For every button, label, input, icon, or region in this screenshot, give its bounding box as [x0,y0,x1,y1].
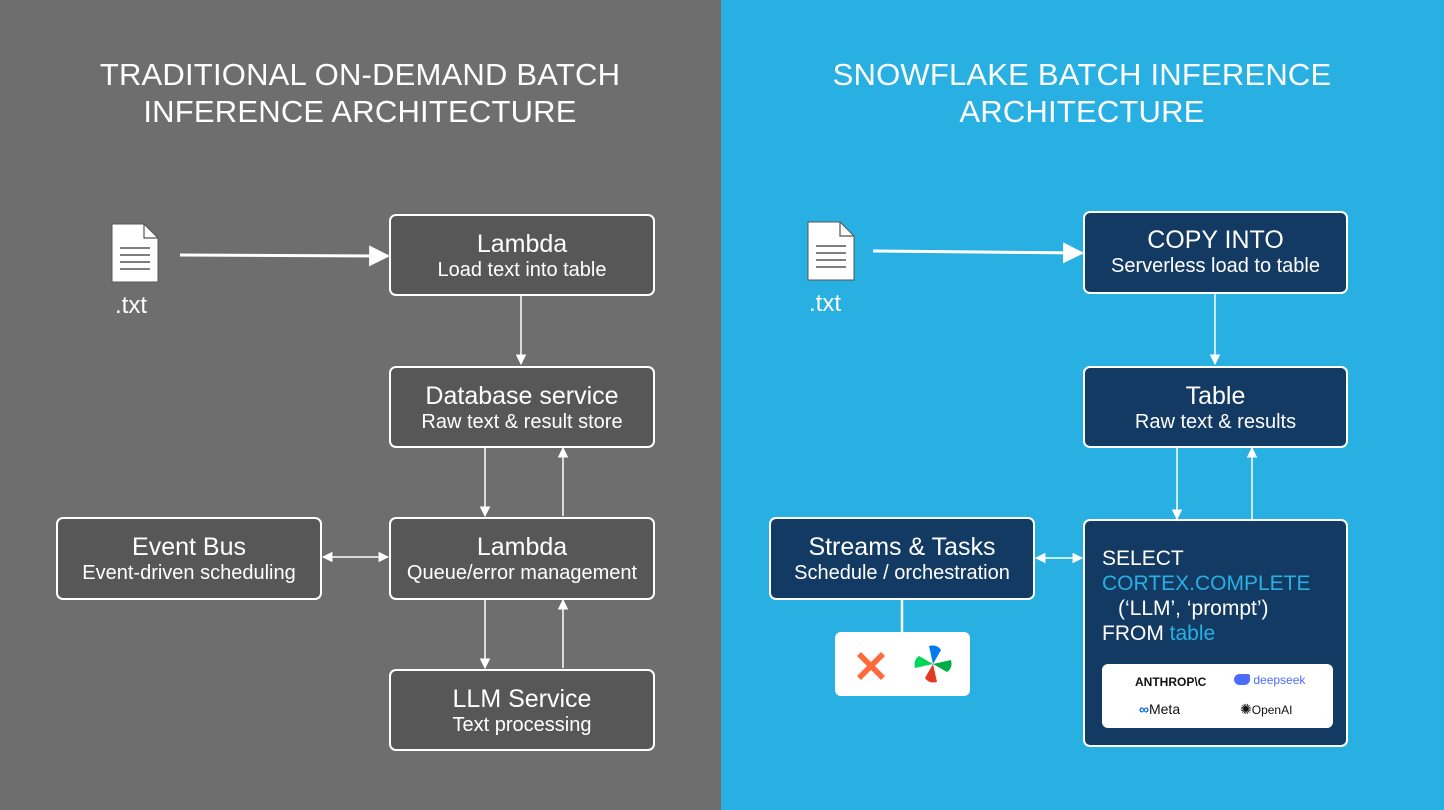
lambda-load-subtitle: Load text into table [437,259,607,281]
event-bus-title: Event Bus [132,533,246,561]
deepseek-whale-icon [1234,674,1250,685]
table-box: Table Raw text & results [1083,366,1348,448]
streams-subtitle: Schedule / orchestration [794,562,1010,584]
arrow-file-to-lambda [179,245,391,267]
lambda-load-box: Lambda Load text into table [389,214,655,296]
airflow-icon [914,645,952,683]
lambda-load-title: Lambda [476,230,568,258]
right-title-line1: SNOWFLAKE BATCH INFERENCE [832,57,1332,92]
llm-service-subtitle: Text processing [452,714,592,736]
orchestration-tools-card [835,632,970,696]
meta-logo: ∞Meta [1139,701,1180,717]
copy-into-box: COPY INTO Serverless load to table [1083,211,1348,294]
left-title: TRADITIONAL ON-DEMAND BATCH INFERENCE AR… [40,56,680,130]
right-title-line2: ARCHITECTURE [959,94,1205,129]
deepseek-logo-text: deepseek [1253,673,1306,687]
database-subtitle: Raw text & result store [421,411,623,433]
meta-infinity-icon: ∞ [1139,701,1149,717]
dbt-icon [857,652,885,680]
arrow-file-to-copy [872,242,1085,264]
lambda-queue-subtitle: Queue/error management [406,562,638,584]
copy-into-subtitle: Serverless load to table [1110,255,1320,277]
llm-service-title: LLM Service [452,685,592,713]
sql-table-name: table [1169,622,1216,645]
left-title-line2: INFERENCE ARCHITECTURE [143,94,577,129]
table-subtitle: Raw text & results [1134,411,1297,433]
sql-args: (‘LLM’, ‘prompt’) [1118,597,1269,620]
txt-file-icon [111,223,159,283]
deepseek-logo: deepseek [1234,673,1305,687]
sql-from-keyword: FROM [1102,622,1164,645]
openai-logo: ✺OpenAI [1240,701,1292,718]
meta-logo-text: Meta [1148,701,1181,717]
llm-service-box: LLM Service Text processing [389,669,655,751]
sql-from: FROM table [1102,621,1215,646]
table-title: Table [1185,382,1246,410]
file-label-snowflake: .txt [809,290,842,317]
lambda-queue-box: Lambda Queue/error management [389,517,655,600]
txt-file-icon-snowflake [807,221,855,281]
database-title: Database service [425,382,619,410]
anthropic-logo: ANTHROP\C [1135,675,1207,689]
streams-title: Streams & Tasks [808,533,996,561]
sql-cortex-complete: CORTEX.COMPLETE [1102,572,1311,595]
left-title-line1: TRADITIONAL ON-DEMAND BATCH [99,57,621,92]
model-providers-card: ANTHROP\C deepseek ∞Meta ✺OpenAI [1102,664,1333,728]
event-bus-box: Event Bus Event-driven scheduling [56,517,322,600]
copy-into-title: COPY INTO [1147,226,1284,254]
openai-knot-icon: ✺ [1240,701,1252,717]
event-bus-subtitle: Event-driven scheduling [82,562,296,584]
lambda-queue-title: Lambda [476,533,568,561]
database-service-box: Database service Raw text & result store [389,366,655,448]
file-label: .txt [115,292,148,319]
right-title: SNOWFLAKE BATCH INFERENCE ARCHITECTURE [762,56,1402,130]
openai-logo-text: OpenAI [1251,703,1293,717]
streams-tasks-box: Streams & Tasks Schedule / orchestration [769,517,1035,600]
sql-select: SELECT [1102,547,1184,570]
